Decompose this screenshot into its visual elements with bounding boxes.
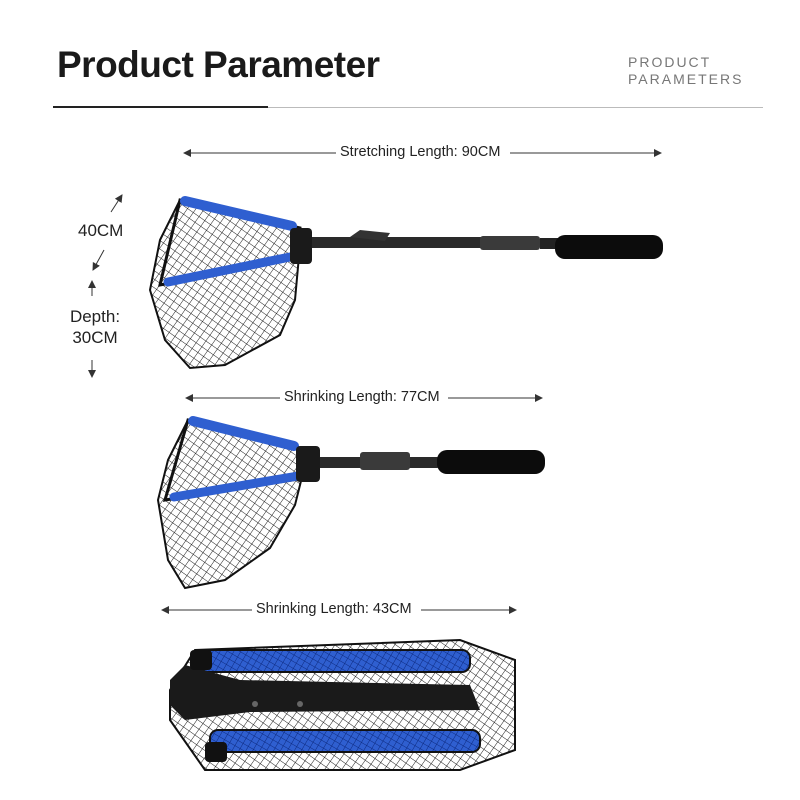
frame-arm-blue [188,416,299,451]
depth-value: 30CM [72,328,118,347]
page-title: Product Parameter [57,44,380,85]
landing-net-shrunk [156,416,545,590]
frame-arm-blue [180,196,297,231]
pole-section [300,237,490,248]
pole-collar [540,238,558,249]
height-label: 40CM [78,221,124,240]
frame-hinge [290,228,312,264]
pole-joint [360,452,410,470]
folded-arm-blue [209,729,481,753]
folded-arm-blue [199,649,471,673]
stretching-length-label: Stretching Length: 90CM [340,144,501,160]
subtitle-line-2: PARAMETERS [628,71,744,87]
folded-handle [170,665,480,720]
header-rule-accent [53,106,268,108]
depth-caption: Depth: [69,307,121,326]
landing-net-extended [148,196,663,370]
frame-hinge [296,446,320,482]
depth-label: Depth: 30CM [60,306,130,348]
page-subtitle: PRODUCT PARAMETERS [628,54,743,88]
frame-arm-blue [169,471,303,502]
foam-grip [437,450,545,474]
foam-grip [555,235,663,259]
shrinking-length-77-label: Shrinking Length: 77CM [284,389,440,405]
lock-clip [350,230,390,241]
subtitle-line-1: PRODUCT [628,54,712,70]
frame-arm-blue [163,252,295,287]
header-rule [268,107,763,108]
shrinking-length-43-label: Shrinking Length: 43CM [256,601,412,617]
pole-joint [480,236,540,250]
landing-net-folded [169,638,516,771]
dimension-arrow-height [92,194,123,271]
